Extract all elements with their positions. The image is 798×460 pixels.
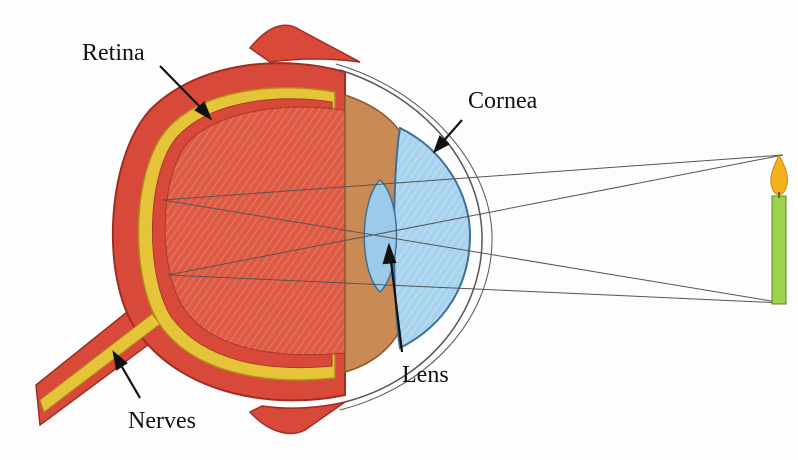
lower-eyelid — [250, 402, 345, 433]
upper-eyelid — [250, 25, 360, 62]
candle-flame — [771, 155, 788, 195]
label-cornea: Cornea — [468, 88, 538, 114]
vitreous-body — [165, 107, 355, 355]
cornea — [394, 128, 470, 348]
label-lens: Lens — [402, 362, 449, 388]
label-nerves: Nerves — [128, 408, 196, 434]
label-retina: Retina — [82, 40, 145, 66]
optic-nerve — [40, 314, 160, 412]
candle-body — [772, 196, 786, 304]
